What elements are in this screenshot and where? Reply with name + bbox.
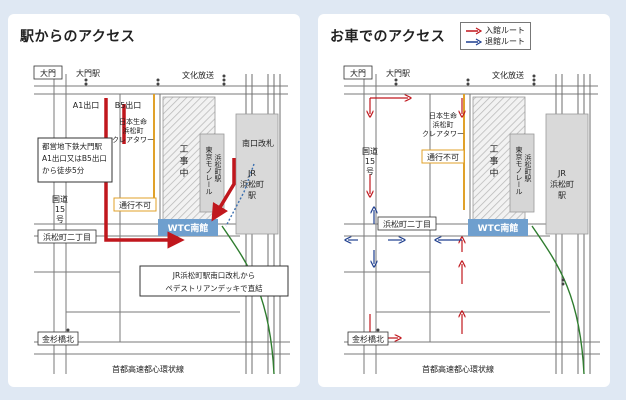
- hamamatsucho2-label: 浜松町二丁目: [43, 232, 91, 242]
- no-through-label: 通行不可: [427, 152, 459, 162]
- jr-callout-line-2: ペデストリアンデッキで直結: [165, 283, 263, 293]
- subway-callout-line-3: から徒歩5分: [42, 165, 85, 175]
- monorail-label-2: 浜松町駅: [214, 153, 222, 183]
- subway-callout-line-1: 都営地下鉄大門駅: [42, 141, 102, 151]
- construction-label-1: 工: [179, 145, 188, 155]
- hamamatsucho2-sign: [377, 216, 437, 231]
- daimon-station-label: 大門駅: [386, 68, 410, 78]
- tower-label-1: 日本生命: [119, 117, 147, 126]
- construction-label-3: 中: [489, 167, 498, 179]
- hamamatsucho2-sign: [37, 229, 97, 244]
- daimon-sign: [343, 65, 373, 80]
- legend-exit-label: 退館ルート: [485, 37, 525, 46]
- jr-label-1: JR: [557, 169, 566, 178]
- exit-arrow-icon: [466, 37, 482, 46]
- monorail-label-1: 東京モノレール: [205, 145, 213, 195]
- kanasugibashi-sign: [37, 331, 79, 346]
- monorail-station-block: [199, 133, 225, 213]
- subway-callout-line-2: A1出口又はB5出口: [42, 153, 107, 163]
- kanasugibashi-label: 金杉橋北: [352, 334, 384, 344]
- no-through-box: [113, 197, 157, 212]
- station-access-map: WTC南館 通行不可 大門 大門駅 文化放送 A1出口 B5出口 日本生命 浜松…: [33, 65, 290, 375]
- construction-label-1: 工: [489, 145, 498, 155]
- subway-callout-box: [37, 137, 113, 183]
- route15-label-3: 号: [56, 215, 64, 224]
- car-access-map: WTC南館 通行不可: [343, 65, 600, 375]
- daimon-sign-text: 大門: [350, 68, 366, 78]
- entry-arrow-icon: [466, 26, 482, 35]
- monorail-line: [531, 225, 585, 375]
- construction-label-2: 事: [489, 155, 498, 167]
- kanasugibashi-label: 金杉橋北: [42, 334, 74, 344]
- legend-exit-row: 退館ルート: [466, 36, 525, 47]
- tower-label-2: 浜松町: [433, 120, 454, 129]
- route15-label-1: 国道: [52, 194, 68, 204]
- jr-label-3: 駅: [558, 191, 566, 200]
- monorail-label-2: 浜松町駅: [524, 153, 532, 183]
- exit-route: [348, 210, 462, 264]
- route15-label-1: 国道: [362, 146, 378, 156]
- daimon-sign: [33, 65, 63, 80]
- expressway-label: 首都高速都心環状線: [422, 364, 494, 374]
- tower-label-1: 日本生命: [429, 111, 457, 120]
- panel-title: 駅からのアクセス: [20, 29, 136, 45]
- bunka-hoso-label: 文化放送: [492, 70, 524, 80]
- kanasugibashi-sign: [347, 331, 389, 346]
- jr-label-1: JR: [247, 169, 256, 178]
- jr-callout-box: [139, 265, 289, 297]
- jr-station-block: [235, 113, 279, 235]
- station-access-panel: 駅からのアクセス: [8, 14, 300, 387]
- tower-label-2: 浜松町: [123, 126, 144, 135]
- wtc-label: WTC南館: [168, 222, 209, 234]
- wtc-building: [468, 219, 528, 236]
- jr-station-block: [545, 113, 589, 235]
- construction-label-2: 事: [179, 155, 188, 167]
- legend-entry-row: 入館ルート: [466, 25, 525, 36]
- road-network: [344, 74, 600, 374]
- monorail-line: [221, 225, 275, 375]
- monorail-station-block: [509, 133, 535, 213]
- subway-station-dots: [66, 74, 255, 336]
- tower-label-3: クレアタワー: [422, 129, 464, 138]
- jr-callout-line-1: JR浜松町駅南口改札から: [172, 270, 255, 280]
- route15-label-3: 号: [366, 167, 374, 176]
- legend-entry-label: 入館ルート: [485, 26, 525, 35]
- panel-title: お車でのアクセス: [330, 29, 446, 45]
- no-through-label: 通行不可: [119, 200, 151, 210]
- route15-label-2: 15: [365, 157, 375, 166]
- daimon-station-label: 大門駅: [76, 68, 100, 78]
- daimon-sign-text: 大門: [40, 68, 56, 78]
- b5-exit-label: B5出口: [115, 100, 142, 110]
- hamamatsucho2-label: 浜松町二丁目: [383, 219, 431, 229]
- jr-label-2: 浜松町: [240, 179, 264, 189]
- monorail-label-1: 東京モノレール: [515, 145, 523, 195]
- no-through-box: [421, 149, 465, 164]
- jr-label-2: 浜松町: [550, 179, 574, 189]
- pedestrian-deck: [225, 163, 255, 227]
- route-legend: 入館ルート 退館ルート: [460, 22, 531, 50]
- construction-label-3: 中: [179, 167, 188, 179]
- a1-exit-label: A1出口: [73, 100, 100, 110]
- jr-label-3: 駅: [248, 191, 256, 200]
- bunka-hoso-label: 文化放送: [182, 70, 214, 80]
- south-gate-label: 南口改札: [242, 138, 274, 148]
- tower-label-3: クレアタワー: [112, 135, 154, 144]
- route15-label-2: 15: [55, 205, 65, 214]
- car-access-panel: お車でのアクセス 入館ルート 退館ルート: [318, 14, 610, 387]
- wtc-label: WTC南館: [478, 222, 519, 234]
- expressway-label: 首都高速都心環状線: [112, 364, 184, 374]
